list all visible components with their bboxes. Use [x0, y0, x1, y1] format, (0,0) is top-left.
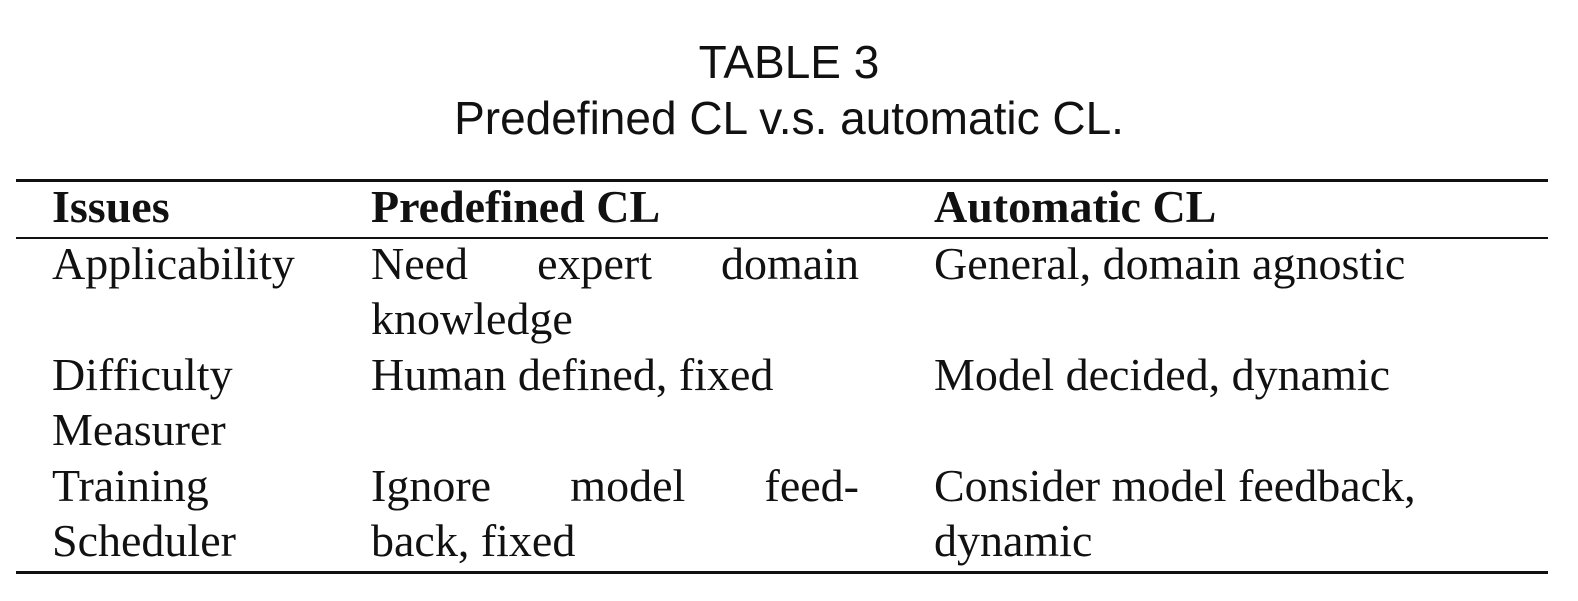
- word: model: [570, 460, 686, 511]
- row-difficulty-predefined: Human defined, fixed: [371, 349, 774, 400]
- row-training-issue-line2: Scheduler: [52, 515, 236, 566]
- row-applicability-predefined-line1: Need expert domain: [371, 236, 859, 291]
- row-training-predefined-line1: Ignore model feed-: [371, 458, 859, 513]
- header-predefined-cl: Predefined CL: [371, 181, 661, 232]
- row-difficulty-automatic: Model decided, dynamic: [934, 349, 1391, 400]
- word: feed-: [764, 460, 859, 511]
- row-applicability-issue: Applicability: [52, 238, 295, 289]
- row-applicability-automatic: General, domain agnostic: [934, 238, 1406, 289]
- word: Need: [371, 238, 469, 289]
- row-training-automatic-line2: dynamic: [934, 515, 1093, 566]
- table-header-rule: [16, 237, 1548, 239]
- header-issues: Issues: [52, 181, 170, 232]
- header-automatic-cl: Automatic CL: [934, 181, 1217, 232]
- word: Ignore: [371, 460, 492, 511]
- row-difficulty-issue-line1: Difficulty: [52, 349, 233, 400]
- row-training-automatic-line1: Consider model feedback,: [934, 460, 1416, 511]
- table-caption-text: Predefined CL v.s. automatic CL.: [454, 92, 1124, 144]
- table-bottom-rule: [16, 571, 1548, 574]
- row-training-issue-line1: Training: [52, 460, 209, 511]
- row-difficulty-issue-line2: Measurer: [52, 404, 226, 455]
- row-applicability-predefined-line2: knowledge: [371, 293, 573, 344]
- table-caption-label: TABLE 3: [698, 36, 880, 88]
- table-top-rule: [16, 179, 1548, 182]
- word: expert: [537, 238, 652, 289]
- row-training-predefined-line2: back, fixed: [371, 515, 576, 566]
- word: domain: [721, 238, 859, 289]
